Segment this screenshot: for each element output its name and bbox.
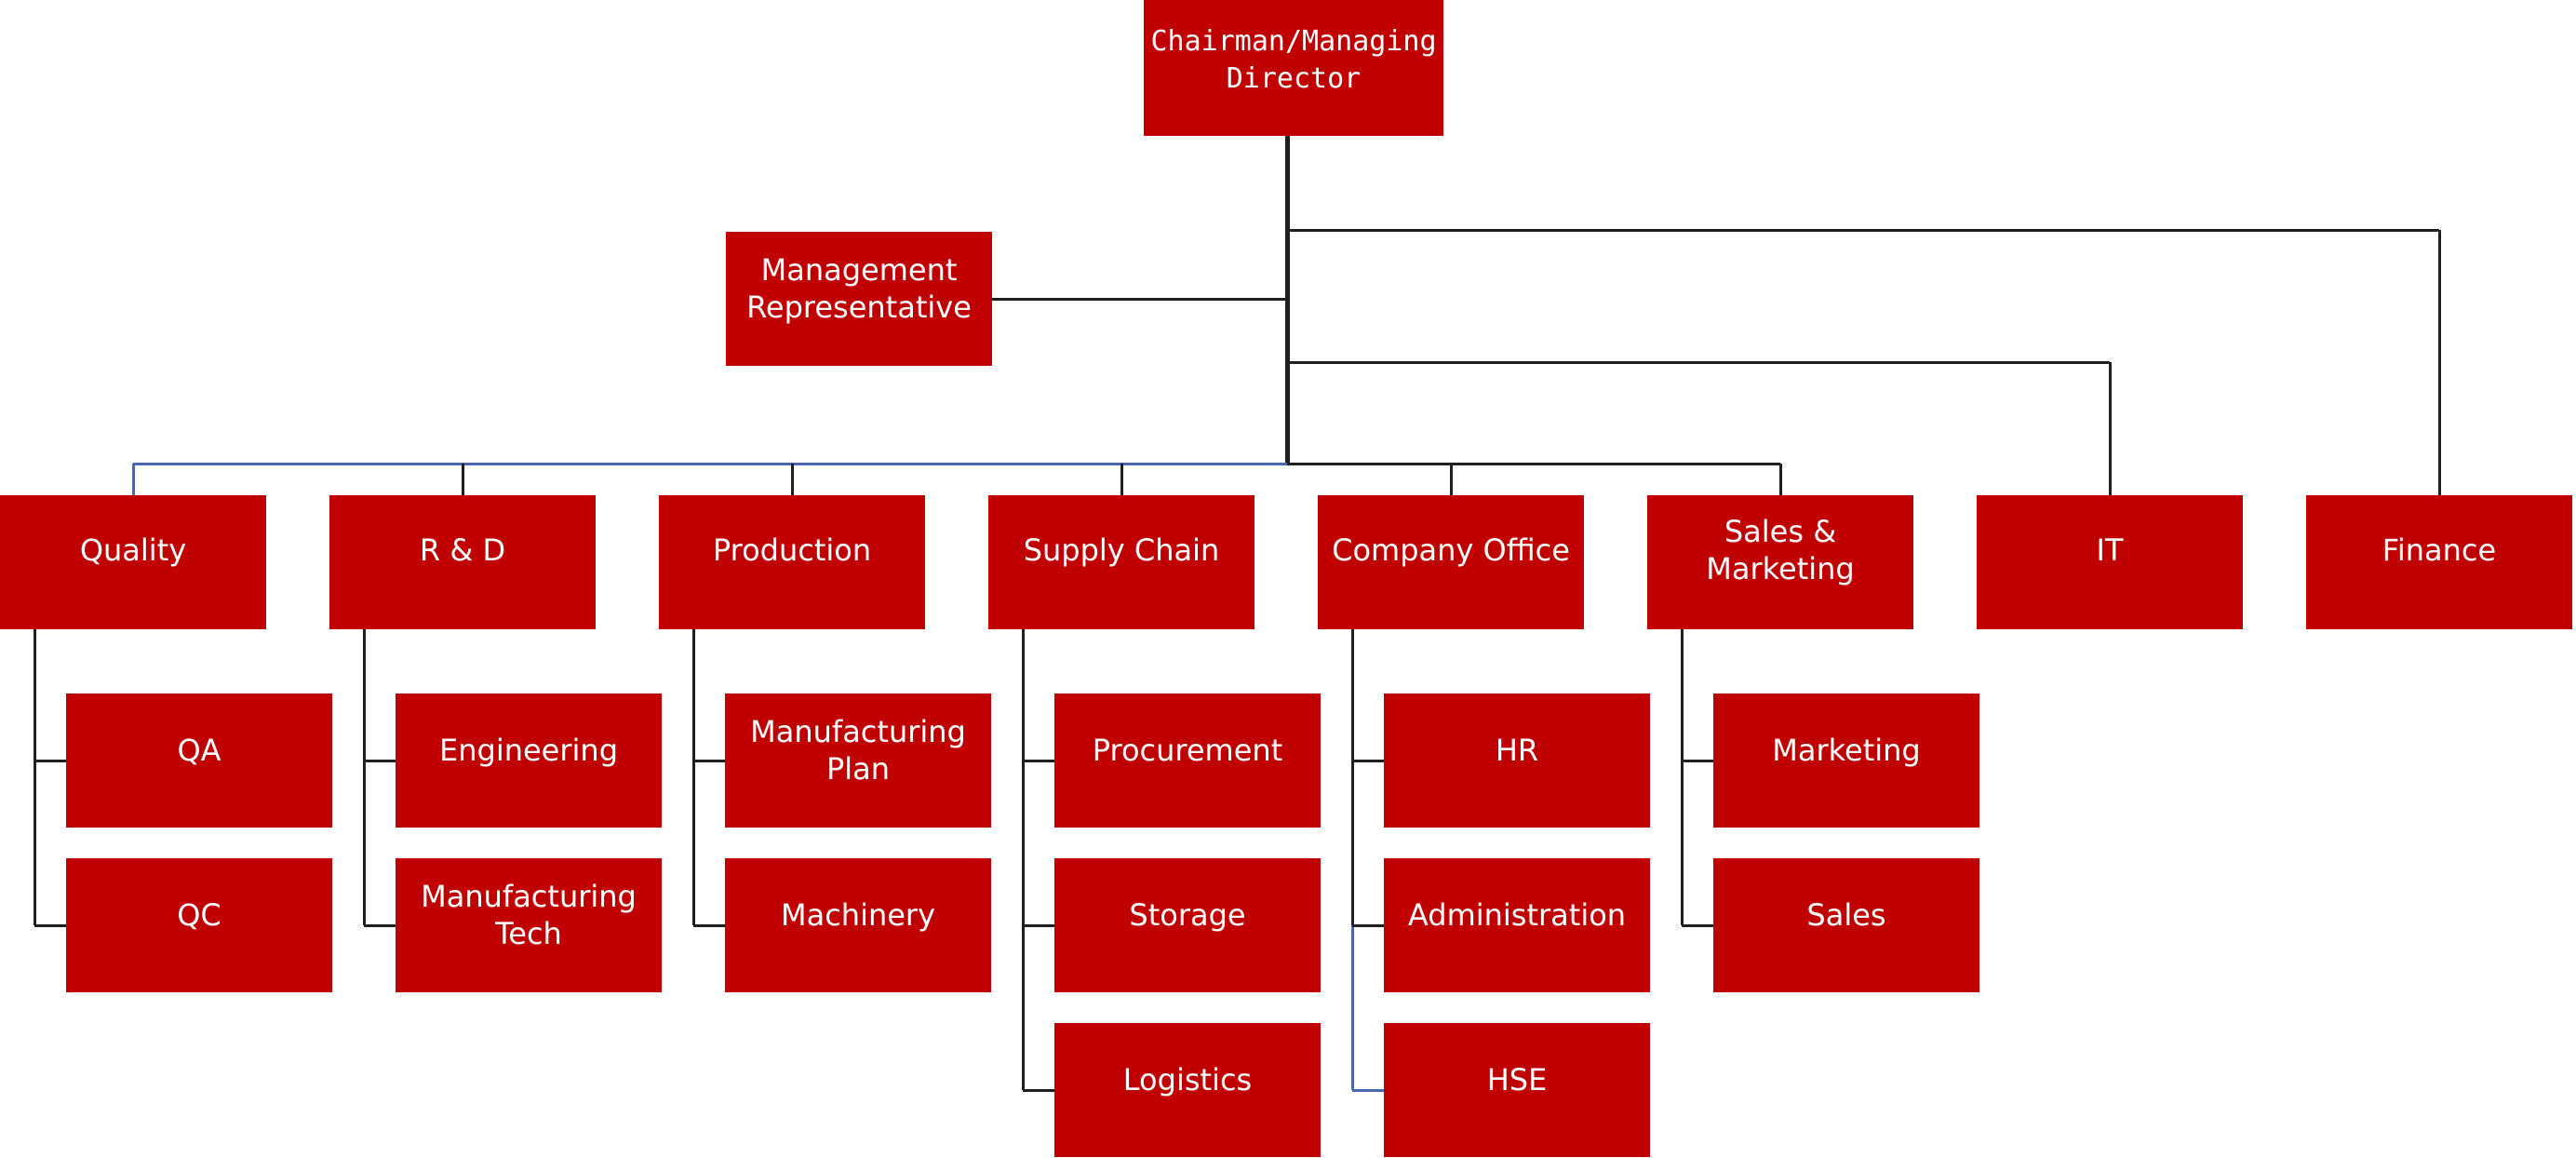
department-drop-connector bbox=[1779, 464, 1782, 495]
unit-box-quality-1: QA bbox=[66, 693, 332, 828]
unit-box-quality-2: QC bbox=[66, 858, 332, 992]
department-drop-connector bbox=[132, 464, 135, 495]
rd-child-connector bbox=[364, 924, 396, 927]
department-drop-connector bbox=[791, 464, 794, 495]
department-bus-connector-left bbox=[133, 463, 1287, 465]
department-box-finance: Finance bbox=[2306, 495, 2572, 629]
unit-box-supply-chain-1: Procurement bbox=[1054, 693, 1321, 828]
production-spine-connector bbox=[692, 629, 695, 925]
sales-marketing-child-connector bbox=[1682, 924, 1713, 927]
sales-marketing-child-connector bbox=[1682, 760, 1713, 762]
management-representative-box: Management Representative bbox=[726, 232, 992, 366]
unit-box-production-1: Manufacturing Plan bbox=[725, 693, 991, 828]
department-box-quality: Quality bbox=[0, 495, 266, 629]
unit-box-rd-1: Engineering bbox=[396, 693, 662, 828]
it-connector bbox=[1287, 361, 2110, 364]
company-office-child-connector bbox=[1352, 760, 1384, 762]
it-drop-connector bbox=[2109, 362, 2112, 495]
department-box-company-office: Company Office bbox=[1318, 495, 1584, 629]
unit-box-company-office-3: HSE bbox=[1384, 1023, 1650, 1157]
company-office-child-connector bbox=[1352, 924, 1384, 927]
unit-box-sales-marketing-1: Marketing bbox=[1713, 693, 1979, 828]
unit-box-supply-chain-2: Storage bbox=[1054, 858, 1321, 992]
rd-child-connector bbox=[364, 760, 396, 762]
production-child-connector bbox=[693, 924, 725, 927]
quality-child-connector bbox=[34, 760, 66, 762]
finance-connector bbox=[1287, 229, 2439, 232]
department-box-it: IT bbox=[1977, 495, 2243, 629]
department-box-sales-marketing: Sales & Marketing bbox=[1647, 495, 1913, 629]
company-office-spine-connector bbox=[1351, 925, 1354, 1090]
management-representative-connector bbox=[992, 298, 1287, 301]
unit-box-sales-marketing-2: Sales bbox=[1713, 858, 1979, 992]
quality-spine-connector bbox=[34, 629, 36, 925]
department-drop-connector bbox=[462, 464, 464, 495]
unit-box-rd-2: Manufacturing Tech bbox=[396, 858, 662, 992]
company-office-spine-connector bbox=[1351, 629, 1354, 925]
unit-box-supply-chain-3: Logistics bbox=[1054, 1023, 1321, 1157]
department-drop-connector bbox=[1120, 464, 1123, 495]
department-box-supply-chain: Supply Chain bbox=[988, 495, 1254, 629]
quality-child-connector bbox=[34, 924, 66, 927]
unit-box-production-2: Machinery bbox=[725, 858, 991, 992]
company-office-child-connector bbox=[1352, 1089, 1384, 1092]
supply-chain-child-connector bbox=[1023, 924, 1054, 927]
supply-chain-spine-connector bbox=[1022, 629, 1025, 1090]
chairman-managing-director-box: Chairman/Managing Director bbox=[1144, 0, 1443, 136]
sales-marketing-spine-connector bbox=[1681, 629, 1684, 925]
supply-chain-child-connector bbox=[1023, 1089, 1054, 1092]
department-drop-connector bbox=[1450, 464, 1453, 495]
trunk-connector bbox=[1285, 136, 1290, 465]
supply-chain-child-connector bbox=[1023, 760, 1054, 762]
department-box-production: Production bbox=[659, 495, 925, 629]
department-bus-connector-right bbox=[1287, 463, 1780, 465]
finance-drop-connector bbox=[2438, 230, 2441, 495]
production-child-connector bbox=[693, 760, 725, 762]
unit-box-company-office-1: HR bbox=[1384, 693, 1650, 828]
unit-box-company-office-2: Administration bbox=[1384, 858, 1650, 992]
department-box-rd: R & D bbox=[329, 495, 596, 629]
rd-spine-connector bbox=[363, 629, 366, 925]
